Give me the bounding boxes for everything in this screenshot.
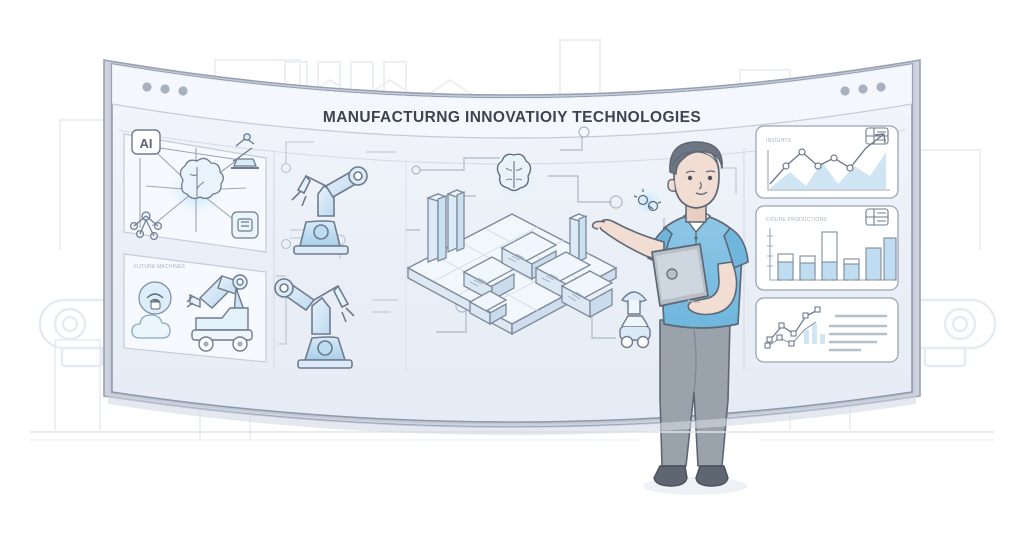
window-dots-right[interactable] [840,82,886,96]
shoes [653,465,729,487]
ai-badge-label: AI [140,136,153,151]
molecule-icon [130,211,163,241]
chip-icon [231,211,259,239]
head [667,141,723,209]
isometric-factory-panel[interactable] [406,188,618,336]
robot-arm-icon [231,133,259,169]
display-title: MANUFACTURNG INNOVATIOIY TECHNOLOGIES [323,109,701,126]
display-base-shadow [108,396,916,435]
brain-icon [490,152,538,200]
robot-arm-lower-icon [274,278,355,369]
ai-badge-icon: AI [131,129,161,155]
gear-network-icon [633,187,663,217]
smart-machines-panel[interactable]: FUTURE MACHINES [123,253,267,363]
pointing-arm [591,218,665,260]
trousers [659,319,731,467]
smart-machines-label: FUTURE MACHINES [134,264,186,270]
trend-markers [782,148,854,172]
bar-chart-label: FIGURE PRODUCTIONS [766,217,827,223]
legend-icon [865,127,889,145]
trend-chart-card[interactable]: INSIGHTS [755,125,899,199]
brain-icon [179,157,224,200]
report-text-lines [828,314,888,352]
upward-arrow-icon [874,133,886,144]
robot-arm-icon [186,274,248,309]
window-dots-left[interactable] [142,82,188,96]
smokestack-icon [426,188,588,264]
warehouse-building-icon [462,231,614,326]
cloud-icon [131,314,171,339]
agv-vehicle-icon[interactable] [618,286,651,349]
bar-chart-card[interactable]: FIGURE PRODUCTIONS [755,205,899,291]
presenter[interactable] [591,141,749,495]
wifi-lock-icon [138,281,172,315]
tablet-icon[interactable] [651,243,709,307]
bar-group [883,237,897,281]
report-mini-chart [764,306,825,349]
report-card[interactable] [755,297,899,363]
robotics-panel[interactable] [274,141,398,369]
trend-chart-label: INSIGHTS [766,138,792,144]
agv-vehicle-icon [191,287,253,352]
ai-network-panel[interactable]: AI [123,129,267,253]
robot-arm-upper-icon [291,166,368,255]
trend-area [770,152,886,189]
legend-icon [865,208,889,226]
holding-arm [687,261,738,316]
